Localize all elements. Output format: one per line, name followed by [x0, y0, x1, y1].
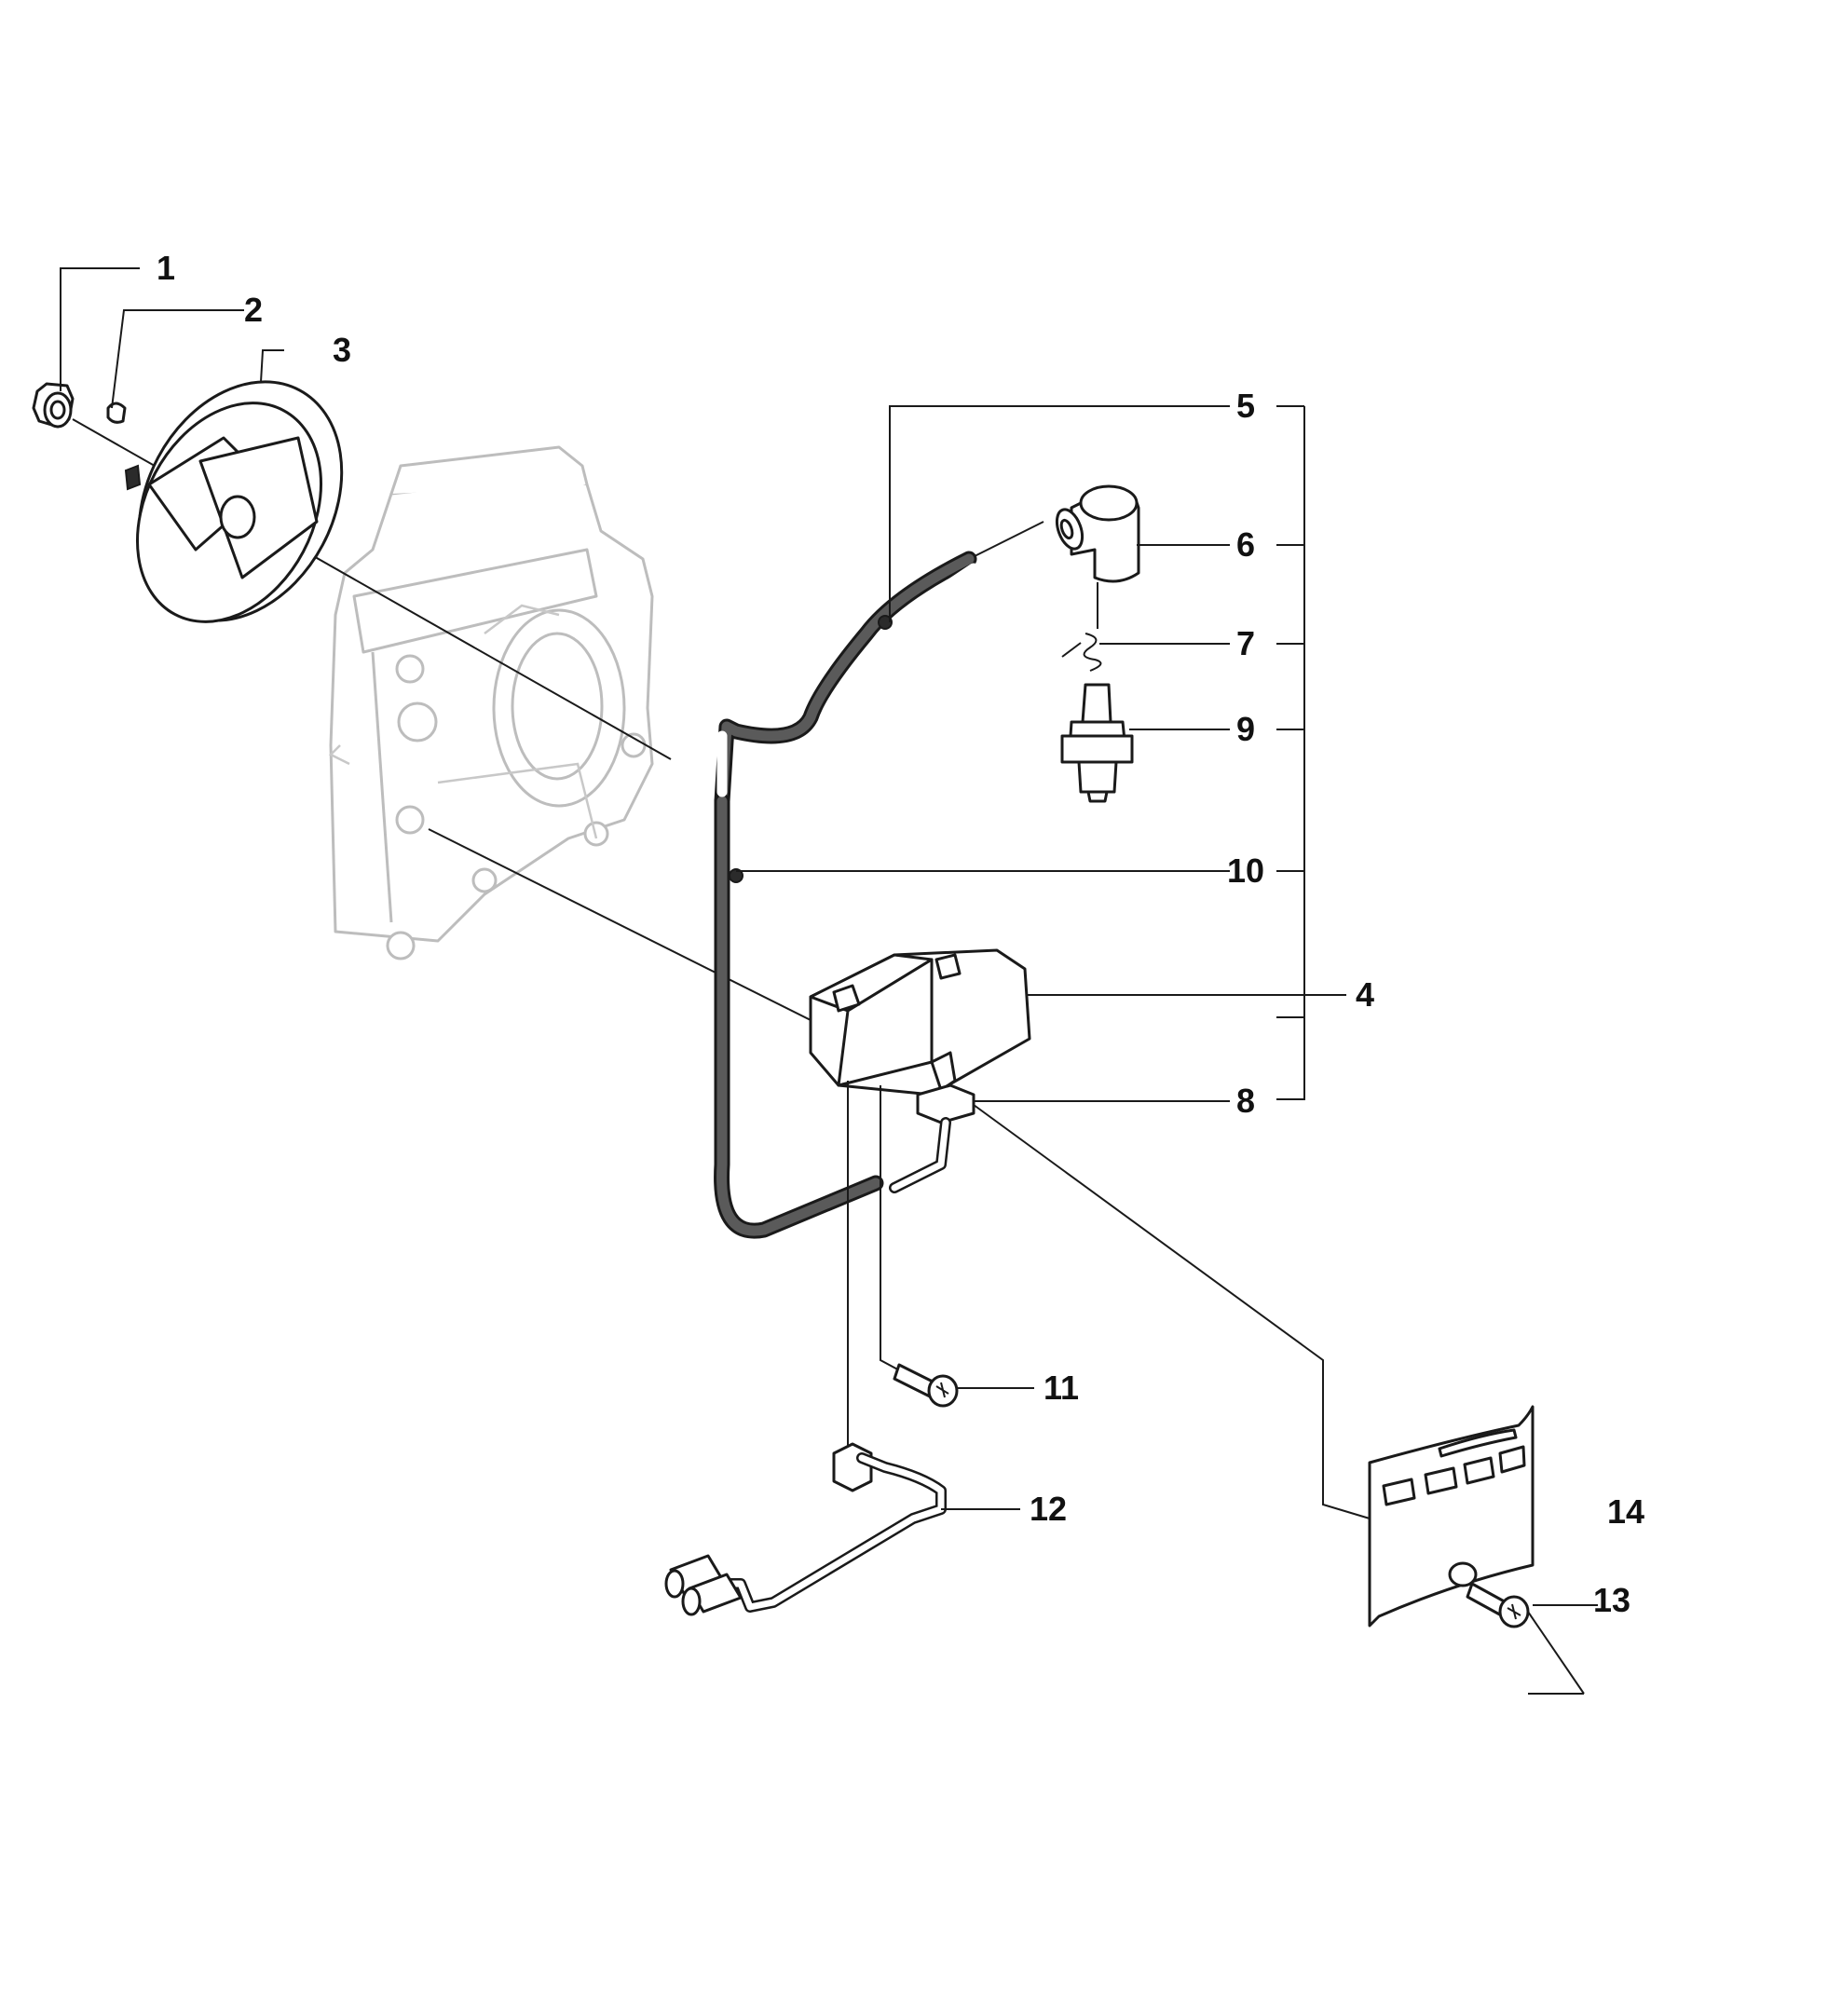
callout-14: 14	[1607, 1492, 1644, 1531]
callout-9: 9	[1236, 710, 1255, 748]
nut-part-1	[32, 382, 75, 429]
key-part-2	[106, 402, 127, 424]
callout-8: 8	[1236, 1082, 1255, 1120]
callout-4: 4	[1356, 975, 1374, 1014]
ignition-cable-part-5	[714, 551, 979, 1239]
callout-1: 1	[157, 249, 175, 287]
cover-plate-part-14	[1368, 1405, 1535, 1628]
callout-2: 2	[244, 291, 263, 329]
spark-plug-part-9	[1060, 683, 1134, 803]
callout-11: 11	[1044, 1369, 1079, 1407]
screw-part-11	[893, 1363, 959, 1408]
crankcase-housing	[328, 445, 654, 960]
connector-part-8	[889, 1083, 975, 1193]
spark-plug-boot-part-6	[1055, 484, 1140, 629]
spring-part-7	[1061, 633, 1102, 672]
callout-5: 5	[1236, 387, 1255, 425]
callout-12: 12	[1030, 1490, 1067, 1528]
ignition-coil-part-4	[809, 948, 1031, 1097]
callout-13: 13	[1593, 1581, 1630, 1619]
callout-7: 7	[1236, 624, 1255, 662]
leader-lines	[60, 267, 1598, 1695]
screw-part-13	[1466, 1582, 1530, 1628]
callout-3: 3	[333, 331, 351, 369]
callout-labels: 1 2 3 5 6 7 9 10 4 8 11 12 14 13	[157, 249, 1644, 1619]
short-circuit-cable-part-12	[664, 1442, 947, 1616]
flywheel-drum-part-3	[124, 380, 344, 623]
callout-10: 10	[1227, 851, 1264, 890]
callout-6: 6	[1236, 525, 1255, 564]
